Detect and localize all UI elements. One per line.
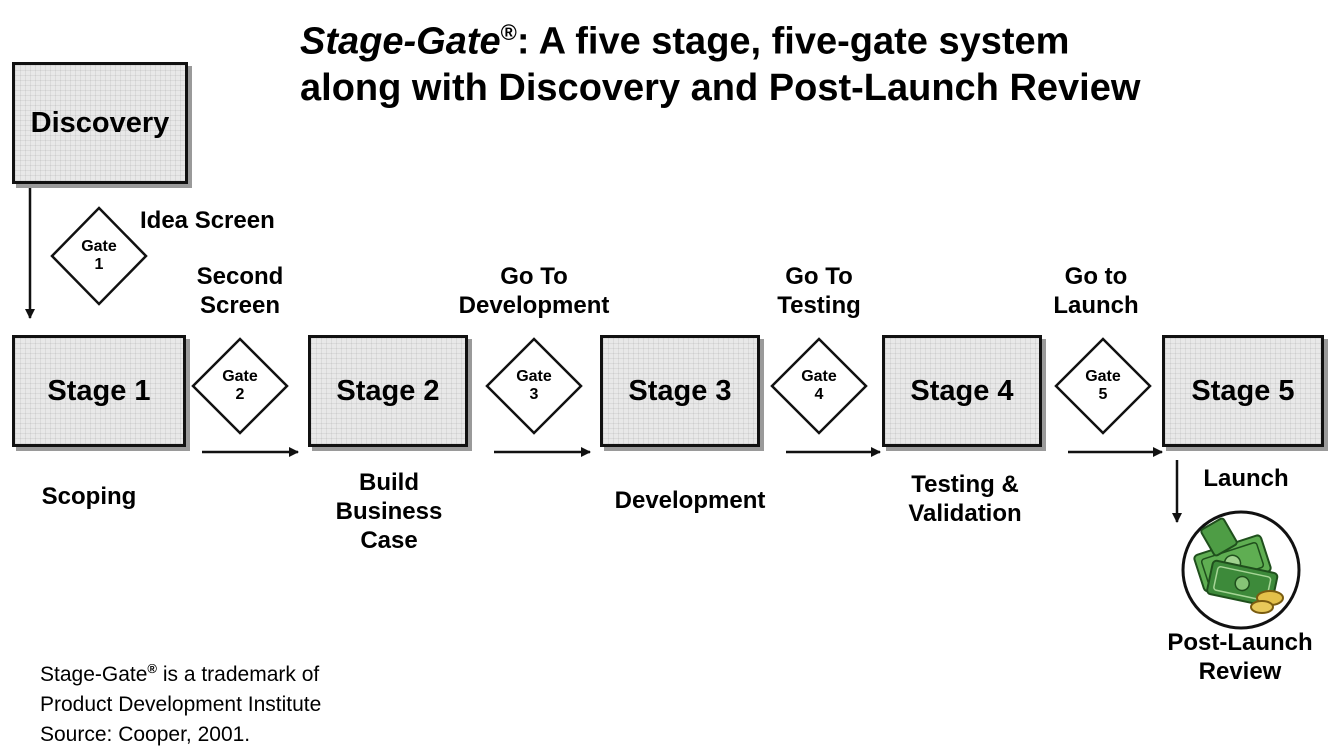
gate-2-word: Gate: [222, 368, 258, 385]
note-registered-mark: ®: [147, 661, 157, 676]
stage-5-caption-line-1: Launch: [1203, 465, 1289, 492]
stage-2-label: Stage 2: [336, 374, 440, 407]
gate-3-name-line-1: Go To: [500, 263, 568, 290]
stage-4-box: Stage 4: [882, 335, 1042, 447]
stage-3-box: Stage 3: [600, 335, 760, 447]
stage-5-caption: Launch: [1186, 464, 1306, 493]
gate-3-number: 3: [529, 386, 539, 403]
gate-1-diamond: [50, 206, 148, 306]
stage-2-caption-line-2: Business: [335, 498, 443, 525]
post-launch-line-1: Post-Launch: [1167, 629, 1313, 656]
stage-4-caption-line-1: Testing &: [911, 471, 1019, 498]
gate-1-word: Gate: [81, 238, 117, 255]
stage-4-caption-line-2: Validation: [908, 500, 1022, 527]
stage-2-caption-line-1: Build: [359, 469, 419, 496]
gate-5-name: Go to Launch: [1026, 262, 1166, 320]
stage-2-box: Stage 2: [308, 335, 468, 447]
discovery-label: Discovery: [30, 106, 170, 139]
title-line-1-rest: : A five stage, five-gate system: [516, 20, 1070, 63]
stage-3-caption-line-1: Development: [614, 487, 766, 514]
stage-1-caption: Scoping: [22, 482, 156, 511]
gate-1-text: Gate 1: [69, 238, 129, 274]
discovery-box: Discovery: [12, 62, 188, 184]
gate-5-name-line-2: Launch: [1053, 292, 1139, 319]
gate-5-number: 5: [1098, 386, 1108, 403]
gate-5-text: Gate 5: [1073, 368, 1133, 404]
title-registered-mark: ®: [500, 20, 517, 45]
stage-3-caption: Development: [590, 486, 790, 515]
gate-2-name: Second Screen: [160, 262, 320, 320]
note-line-2: Product Development Institute: [40, 693, 322, 716]
gate-5-name-line-1: Go to: [1064, 263, 1128, 290]
stage-4-caption: Testing & Validation: [880, 470, 1050, 528]
gate-1-name: Idea Screen: [140, 206, 275, 235]
gate-2-diamond: [191, 337, 289, 435]
gate-4-word: Gate: [801, 368, 837, 385]
gate-3-name-line-2: Development: [458, 292, 610, 319]
post-launch-review-label: Post-Launch Review: [1150, 628, 1330, 686]
trademark-note: Stage-Gate® is a trademark of Product De…: [40, 654, 321, 750]
gate-1-name-line-1: Idea Screen: [140, 207, 275, 234]
note-brand: Stage-Gate: [40, 663, 148, 686]
gate-2-name-line-2: Screen: [199, 292, 281, 319]
note-line-3: Source: Cooper, 2001.: [40, 723, 251, 746]
gate-1-number: 1: [94, 256, 104, 273]
gate-4-name-line-2: Testing: [777, 292, 861, 319]
diagram-title: Stage-Gate®: A five stage, five-gate sys…: [300, 10, 1330, 111]
note-line-1-rest: is a trademark of: [157, 663, 320, 686]
stage-1-label: Stage 1: [47, 374, 151, 407]
stage-1-box: Stage 1: [12, 335, 186, 447]
stage-4-label: Stage 4: [910, 374, 1014, 407]
gate-5-word: Gate: [1085, 368, 1121, 385]
title-line-1: Stage-Gate®: A five stage, five-gate sys…: [300, 10, 1330, 65]
stage-5-box: Stage 5: [1162, 335, 1324, 447]
gate-2-number: 2: [235, 386, 245, 403]
post-launch-line-2: Review: [1198, 658, 1282, 685]
gate-3-name: Go To Development: [434, 262, 634, 320]
note-line-1: Stage-Gate® is a trademark of: [40, 654, 321, 690]
stage-2-caption-line-3: Case: [360, 527, 418, 554]
money-icon: [1181, 510, 1301, 630]
gate-3-diamond: [485, 337, 583, 435]
stage-5-label: Stage 5: [1191, 374, 1295, 407]
gate-4-diamond: [770, 337, 868, 435]
stage-3-label: Stage 3: [628, 374, 732, 407]
gate-2-text: Gate 2: [210, 368, 270, 404]
gate-3-word: Gate: [516, 368, 552, 385]
title-line-2: along with Discovery and Post-Launch Rev…: [300, 66, 1141, 109]
gate-4-name: Go To Testing: [749, 262, 889, 320]
gate-5-diamond: [1054, 337, 1152, 435]
gate-4-name-line-1: Go To: [785, 263, 853, 290]
gate-4-text: Gate 4: [789, 368, 849, 404]
gate-4-number: 4: [814, 386, 824, 403]
title-brand: Stage-Gate: [300, 20, 501, 63]
gate-2-name-line-1: Second: [196, 263, 284, 290]
stage-2-caption: Build Business Case: [314, 468, 464, 555]
stage-1-caption-line-1: Scoping: [41, 483, 137, 510]
gate-3-text: Gate 3: [504, 368, 564, 404]
